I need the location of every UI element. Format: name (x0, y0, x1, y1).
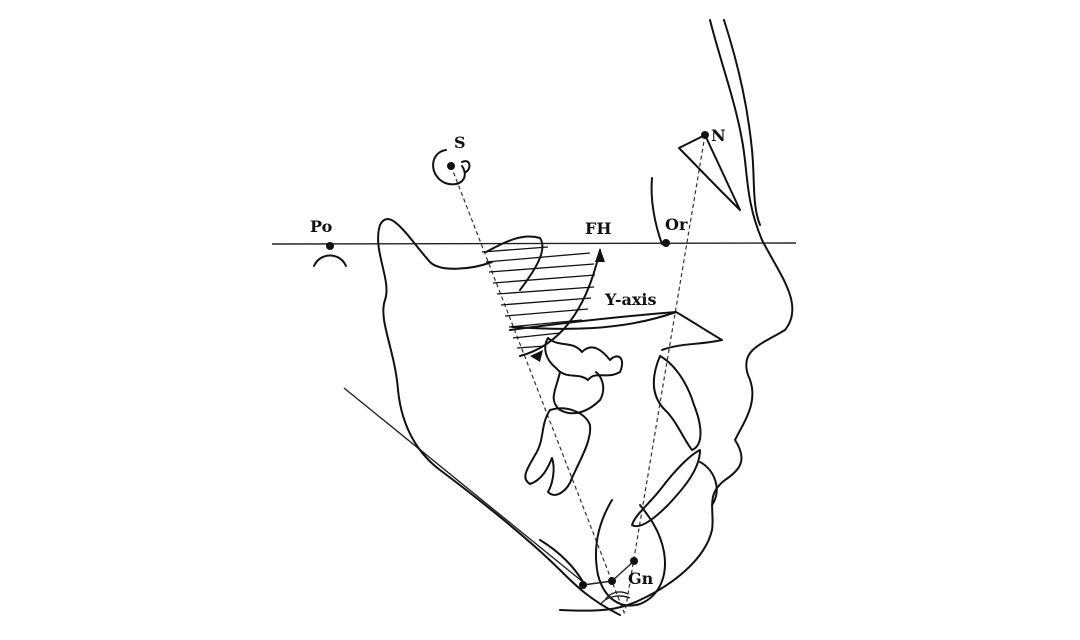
label-po: Po (310, 217, 333, 236)
upper-molar-root (552, 371, 605, 415)
mandible-outline (377, 218, 621, 616)
label-n: N (711, 126, 726, 145)
soft-tissue-profile (559, 19, 794, 612)
nasal-bone (678, 134, 741, 211)
orbit-contour (650, 177, 663, 245)
label-s: S (454, 133, 466, 152)
label-or: Or (665, 215, 688, 234)
angle-arc (519, 249, 601, 357)
y-axis-line (450, 165, 626, 616)
lower-incisor (631, 449, 701, 528)
angle-arrow-left (530, 350, 543, 362)
lower-molar (524, 407, 592, 496)
fh-plane-line (271, 242, 797, 245)
gnathion-point (608, 577, 616, 585)
lower-lip-contour (699, 461, 718, 506)
menton-point (579, 581, 587, 589)
facial-line (624, 134, 706, 613)
mandibular-plane-line (343, 387, 584, 583)
upper-molar (544, 337, 624, 381)
sella-point (447, 162, 455, 170)
label-fh: FH (585, 219, 611, 238)
sella-turcica (432, 149, 471, 186)
label-gn: Gn (628, 569, 654, 588)
palatal-plane-contour (511, 311, 723, 351)
gn-angle-arc-1 (604, 591, 629, 601)
label-y-axis: Y-axis (604, 290, 656, 309)
pogonion-point (630, 557, 638, 565)
nasion-point (701, 131, 709, 139)
angle-arrow-up (595, 248, 605, 262)
condyle-contour (485, 235, 544, 291)
gn-pog-line (611, 560, 635, 582)
upper-incisor (652, 355, 702, 451)
antegonial-contour (539, 539, 584, 583)
gn-angle-arc-2 (599, 595, 631, 606)
orbitale-point (662, 239, 670, 247)
porion-point (326, 242, 334, 250)
porion-ear-rod (313, 254, 347, 267)
menton-gn-line (582, 580, 613, 586)
y-axis-angle-hatching (481, 246, 605, 362)
symphysis-contour (594, 499, 666, 607)
forehead-contour (723, 19, 761, 226)
